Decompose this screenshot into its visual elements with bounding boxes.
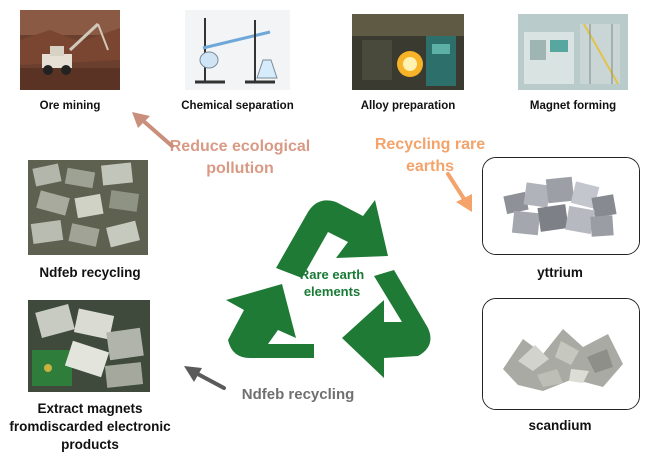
arrow-to-ore-mining-icon bbox=[132, 112, 174, 148]
ore-mining-photo bbox=[20, 10, 120, 90]
ndfeb-recycling-photo bbox=[28, 160, 148, 255]
arrow-to-electronic-waste-icon bbox=[184, 366, 226, 390]
scandium-chips-photo-icon bbox=[483, 299, 639, 409]
yttrium-photo bbox=[482, 157, 640, 255]
step-label-alloy-preparation: Alloy preparation bbox=[360, 100, 456, 112]
recycle-icon bbox=[226, 200, 431, 378]
electronic-waste-photo bbox=[28, 300, 150, 392]
center-label: Rare earth elements bbox=[299, 267, 365, 299]
left-label-extract-magnets: Extract magnets fromdiscarded electronic… bbox=[9, 401, 171, 452]
step-label-ore-mining: Ore mining bbox=[39, 100, 101, 112]
yttrium-cubes-photo-icon bbox=[483, 158, 639, 254]
recycling-rare-earths-text: Recycling rare earths bbox=[374, 136, 486, 175]
lab-glassware-photo-icon bbox=[185, 10, 290, 90]
left-label-ndfeb-recycling: Ndfeb recycling bbox=[39, 265, 141, 280]
right-label-yttrium: yttrium bbox=[537, 265, 583, 280]
step-label-chemical-separation: Chemical separation bbox=[181, 100, 294, 112]
ndfeb-recycling-phrase: Ndfeb recycling bbox=[241, 386, 355, 403]
reduce-pollution-text: Reduce ecological pollution bbox=[169, 138, 311, 177]
factory-machine-photo-icon bbox=[518, 14, 628, 90]
chemical-separation-photo bbox=[185, 10, 290, 90]
magnet-forming-photo bbox=[518, 14, 628, 90]
arrow-to-yttrium-icon bbox=[446, 172, 472, 212]
right-label-scandium: scandium bbox=[528, 418, 592, 433]
step-label-magnet-forming: Magnet forming bbox=[529, 100, 617, 112]
magnet-scrap-photo-icon bbox=[28, 160, 148, 255]
scandium-photo bbox=[482, 298, 640, 410]
excavator-photo-icon bbox=[20, 10, 120, 90]
alloy-preparation-photo bbox=[352, 14, 464, 90]
furnace-photo-icon bbox=[352, 14, 464, 90]
electronic-waste-photo-icon bbox=[28, 300, 150, 392]
